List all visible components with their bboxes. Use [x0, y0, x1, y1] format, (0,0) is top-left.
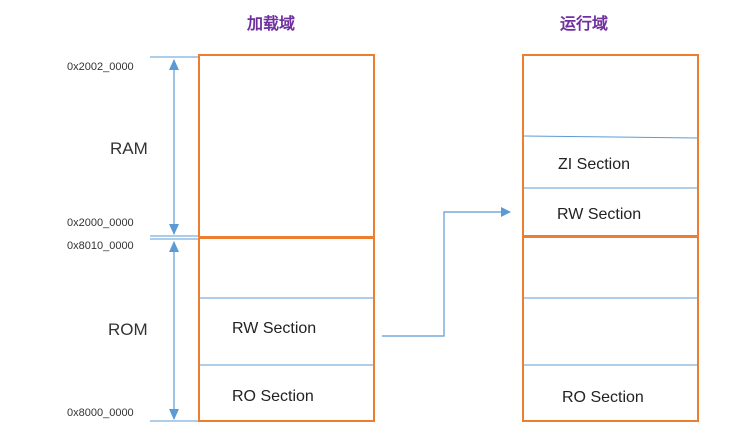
- load-rom-box: [198, 237, 375, 422]
- region-label-ram: RAM: [110, 139, 148, 158]
- rom-arrow-head-down: [169, 409, 179, 420]
- address-rom-bottom: 0x8000_0000: [67, 407, 134, 419]
- address-rom-top: 0x8010_0000: [67, 240, 134, 252]
- run-rw-section-label: RW Section: [557, 206, 642, 223]
- load-ro-section-label: RO Section: [232, 388, 314, 405]
- load-domain-title: 加载域: [247, 14, 296, 33]
- region-label-rom: ROM: [108, 320, 148, 339]
- address-ram-bottom: 0x2000_0000: [67, 217, 134, 229]
- rw-copy-arrow: [382, 207, 511, 337]
- run-rom-box: [522, 236, 699, 422]
- address-ram-top: 0x2002_0000: [67, 61, 134, 73]
- load-ram-box: [198, 54, 375, 238]
- rom-arrow-head-up: [169, 241, 179, 252]
- ram-arrow-head-up: [169, 59, 179, 70]
- run-zi-section-label: ZI Section: [558, 156, 631, 173]
- ram-arrow-head-down: [169, 224, 179, 235]
- load-rw-section-label: RW Section: [232, 320, 317, 337]
- run-domain-title: 运行域: [560, 14, 609, 33]
- run-ram-divider-1: [523, 135, 698, 139]
- run-ro-section-label: RO Section: [562, 389, 644, 406]
